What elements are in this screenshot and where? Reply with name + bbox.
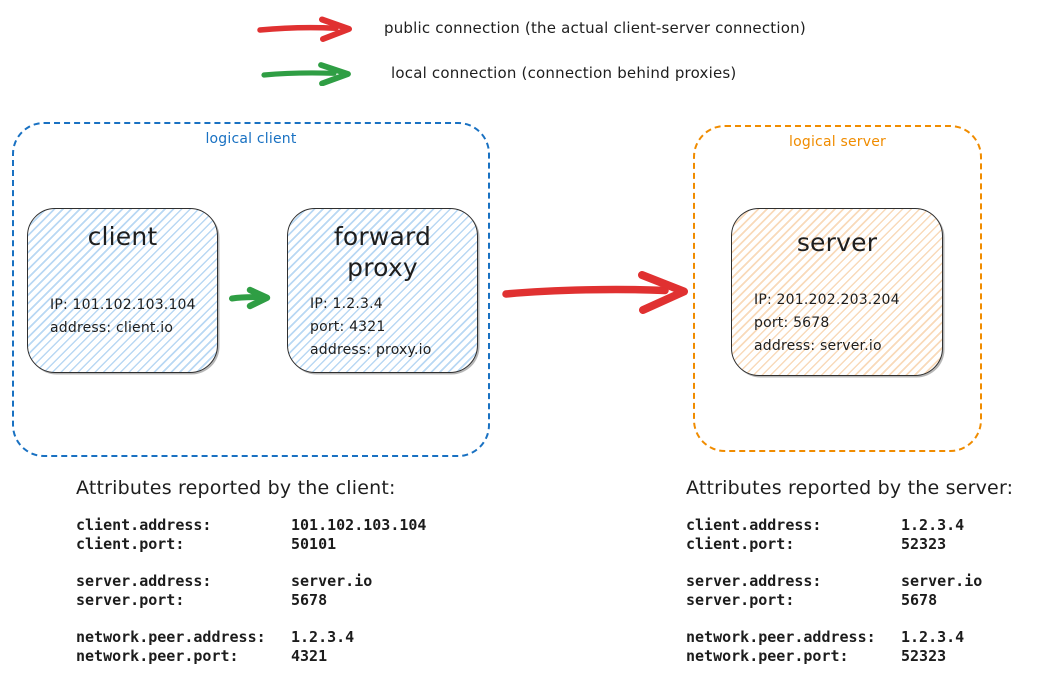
public-connection-legend-label: public connection (the actual client-ser… [384,19,806,37]
server-port: port: 5678 [754,315,830,331]
logical-server-group: logical server server IP: 201.202.203.20… [693,125,982,452]
proxy-address: address: proxy.io [310,342,432,358]
client-node-title: client [87,222,158,251]
attribute-key: server.address: [686,572,822,590]
proxy-ip: IP: 1.2.3.4 [310,296,383,312]
local-connection-legend-label: local connection (connection behind prox… [391,64,737,82]
proxy-port: port: 4321 [310,319,386,335]
public-connection-arrow-icon [256,16,360,42]
server-attributes-title: Attributes reported by the server: [686,477,1014,499]
attribute-row: network.peer.port: 4321 [76,647,486,666]
attribute-key: client.address: [76,516,212,534]
attribute-value: 5678 [901,590,938,609]
attribute-key: server.port: [686,590,795,609]
attribute-key: client.port: [686,534,795,553]
server-node: server IP: 201.202.203.204 port: 5678 ad… [731,208,943,376]
attribute-row: client.address: 101.102.103.104 [76,516,486,535]
client-address: address: client.io [50,320,174,336]
server-attributes-block: Attributes reported by the server: clien… [686,477,1039,684]
client-to-server-arrow-icon [499,271,699,315]
client-node: client IP: 101.102.103.104 address: clie… [27,208,218,373]
client-attributes-group-client: client.address: 101.102.103.104 client.po… [76,516,486,553]
attribute-value: 52323 [901,534,947,553]
client-ip: IP: 101.102.103.104 [50,297,196,313]
attribute-row: network.peer.address: 1.2.3.4 [686,628,1039,647]
logical-client-group: logical client client IP: 101.102.103.10… [12,122,490,457]
attribute-key: client.port: [76,534,185,553]
forward-proxy-node-title: forward proxy [333,222,432,283]
local-connection-arrow-icon [260,62,360,86]
attribute-row: server.port: 5678 [76,591,486,610]
attribute-value: 101.102.103.104 [291,516,427,534]
forward-proxy-node: forward proxy IP: 1.2.3.4 port: 4321 add… [287,208,478,373]
attribute-value: 1.2.3.4 [291,628,355,646]
attribute-row: server.port: 5678 [686,591,1039,610]
attribute-row: client.port: 52323 [686,535,1039,554]
client-node-details: IP: 101.102.103.104 address: client.io [50,294,196,340]
client-attributes-block: Attributes reported by the client: clien… [76,477,486,684]
attribute-value: 4321 [291,646,328,665]
attribute-value: 5678 [291,590,328,609]
server-attributes-group-server: server.address: server.io server.port: 567… [686,572,1039,609]
attribute-key: network.peer.port: [76,646,239,665]
server-address: address: server.io [754,338,882,354]
attribute-value: 1.2.3.4 [901,628,965,646]
attribute-value: server.io [901,572,983,590]
logical-client-label: logical client [205,131,297,147]
attribute-value: 50101 [291,534,337,553]
client-attributes-group-network-peer: network.peer.address: 1.2.3.4 network.pee… [76,628,486,665]
attribute-row: server.address: server.io [686,572,1039,591]
attribute-row: network.peer.address: 1.2.3.4 [76,628,486,647]
attribute-key: network.peer.port: [686,646,849,665]
attribute-value: 52323 [901,646,947,665]
attribute-key: server.address: [76,572,212,590]
client-attributes-title: Attributes reported by the client: [76,477,396,499]
client-attributes-group-server: server.address: server.io server.port: 567… [76,572,486,609]
server-attributes-group-client: client.address: 1.2.3.4 client.port: 52323 [686,516,1039,553]
attribute-row: client.address: 1.2.3.4 [686,516,1039,535]
attribute-key: server.port: [76,590,185,609]
attribute-row: server.address: server.io [76,572,486,591]
attribute-key: network.peer.address: [686,628,876,646]
logical-server-label: logical server [789,134,886,150]
attribute-row: client.port: 50101 [76,535,486,554]
attribute-key: client.address: [686,516,822,534]
attribute-value: 1.2.3.4 [901,516,965,534]
attribute-key: network.peer.address: [76,628,266,646]
server-attributes-group-network-peer: network.peer.address: 1.2.3.4 network.pee… [686,628,1039,665]
server-ip: IP: 201.202.203.204 [754,292,900,308]
client-to-proxy-arrow-icon [228,286,274,310]
attribute-value: server.io [291,572,373,590]
forward-proxy-node-details: IP: 1.2.3.4 port: 4321 address: proxy.io [310,293,432,362]
server-node-details: IP: 201.202.203.204 port: 5678 address: … [754,289,900,358]
server-node-title: server [796,228,878,257]
attribute-row: network.peer.port: 52323 [686,647,1039,666]
